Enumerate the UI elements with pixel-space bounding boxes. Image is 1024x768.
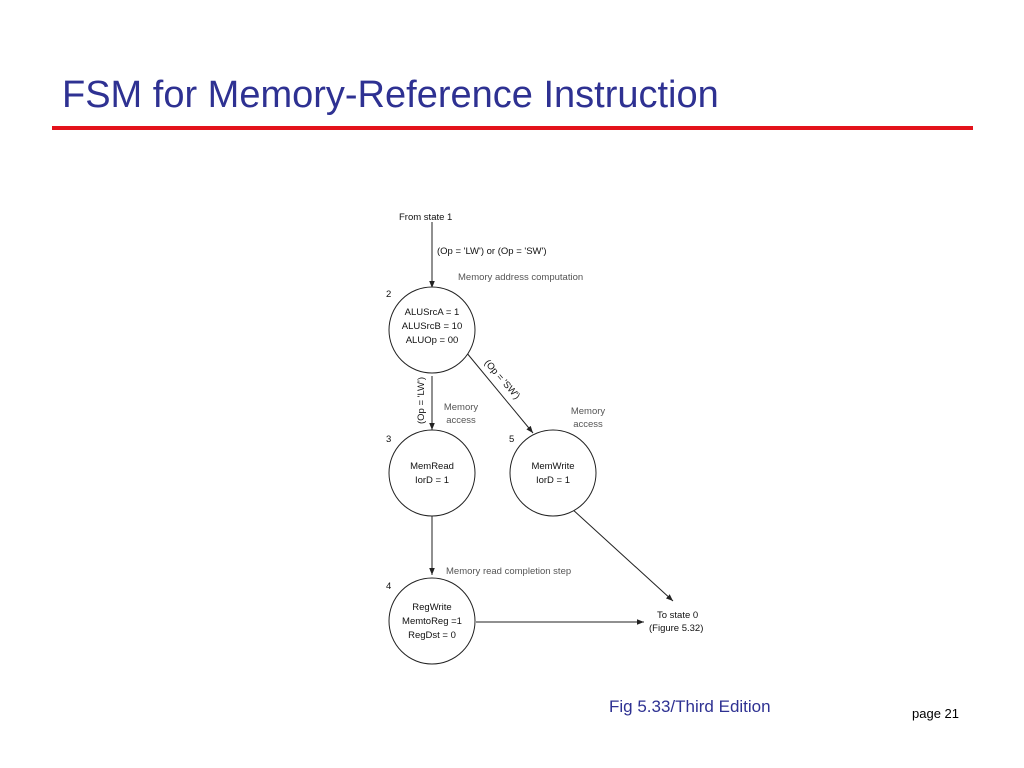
state-5-line-1: MemWrite: [531, 461, 574, 472]
title-rule: [52, 126, 973, 130]
page-number: page 21: [912, 706, 959, 721]
to-state-line-2: (Figure 5.32): [649, 623, 703, 634]
figure-caption: Fig 5.33/Third Edition: [609, 697, 771, 716]
state-5-line-2: IorD = 1: [536, 475, 570, 486]
state-3-circle: [388, 429, 476, 517]
state-4-circle: [388, 577, 476, 665]
entry-condition-label: (Op = 'LW') or (Op = 'SW'): [437, 246, 546, 257]
state-2-circle: [388, 286, 476, 374]
cond-lw-label: (Op = 'LW'): [416, 377, 427, 424]
state-4-line-2: MemtoReg =1: [402, 616, 462, 627]
state-2-line-3: ALUOp = 00: [406, 335, 459, 346]
from-state-label: From state 1: [399, 212, 452, 223]
to-state-line-1: To state 0: [657, 610, 698, 621]
state-3-number: 3: [386, 434, 391, 445]
state-3-line-1: MemRead: [410, 461, 454, 472]
state-3-line-2: IorD = 1: [415, 475, 449, 486]
state-5-circle: [509, 429, 597, 517]
stage-address-label: Memory address computation: [458, 272, 583, 283]
stage-completion-label: Memory read completion step: [446, 566, 571, 577]
state-2-line-1: ALUSrcA = 1: [405, 307, 460, 318]
slide-title: FSM for Memory-Reference Instruction: [62, 74, 719, 116]
state-2-line-2: ALUSrcB = 10: [402, 321, 462, 332]
arrow-5-to-state0: [570, 507, 674, 602]
state-4-line-3: RegDst = 0: [408, 630, 456, 641]
state-2-number: 2: [386, 289, 391, 300]
stage-access-right-line-1: Memory: [571, 406, 606, 417]
stage-access-right-line-2: access: [573, 419, 603, 430]
arrow-2-to-5: [465, 351, 534, 434]
stage-access-left-line-2: access: [446, 415, 476, 426]
state-5-number: 5: [509, 434, 514, 445]
state-4-line-1: RegWrite: [412, 602, 451, 613]
stage-access-left-line-1: Memory: [444, 402, 479, 413]
state-4-number: 4: [386, 581, 391, 592]
